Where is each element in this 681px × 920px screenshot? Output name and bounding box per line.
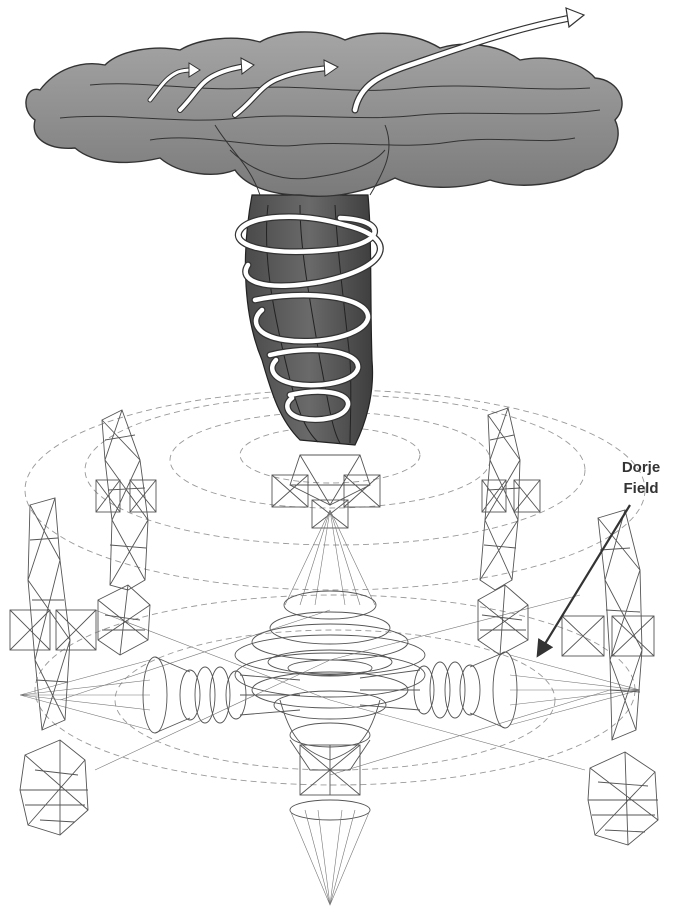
right-outer-tower — [562, 510, 658, 845]
left-outer-tower — [10, 498, 96, 835]
storm-cloud — [26, 32, 622, 196]
tornado-funnel — [245, 195, 372, 445]
label-pointer-arrow — [540, 505, 630, 652]
left-inner-tower — [96, 410, 156, 655]
label-line-1: Dorje — [622, 459, 660, 476]
label-line-2: Field — [623, 480, 658, 497]
central-axis-cones — [235, 510, 425, 905]
central-upper-cluster — [272, 455, 380, 528]
dorje-field-label: Dorje Field — [540, 459, 660, 652]
